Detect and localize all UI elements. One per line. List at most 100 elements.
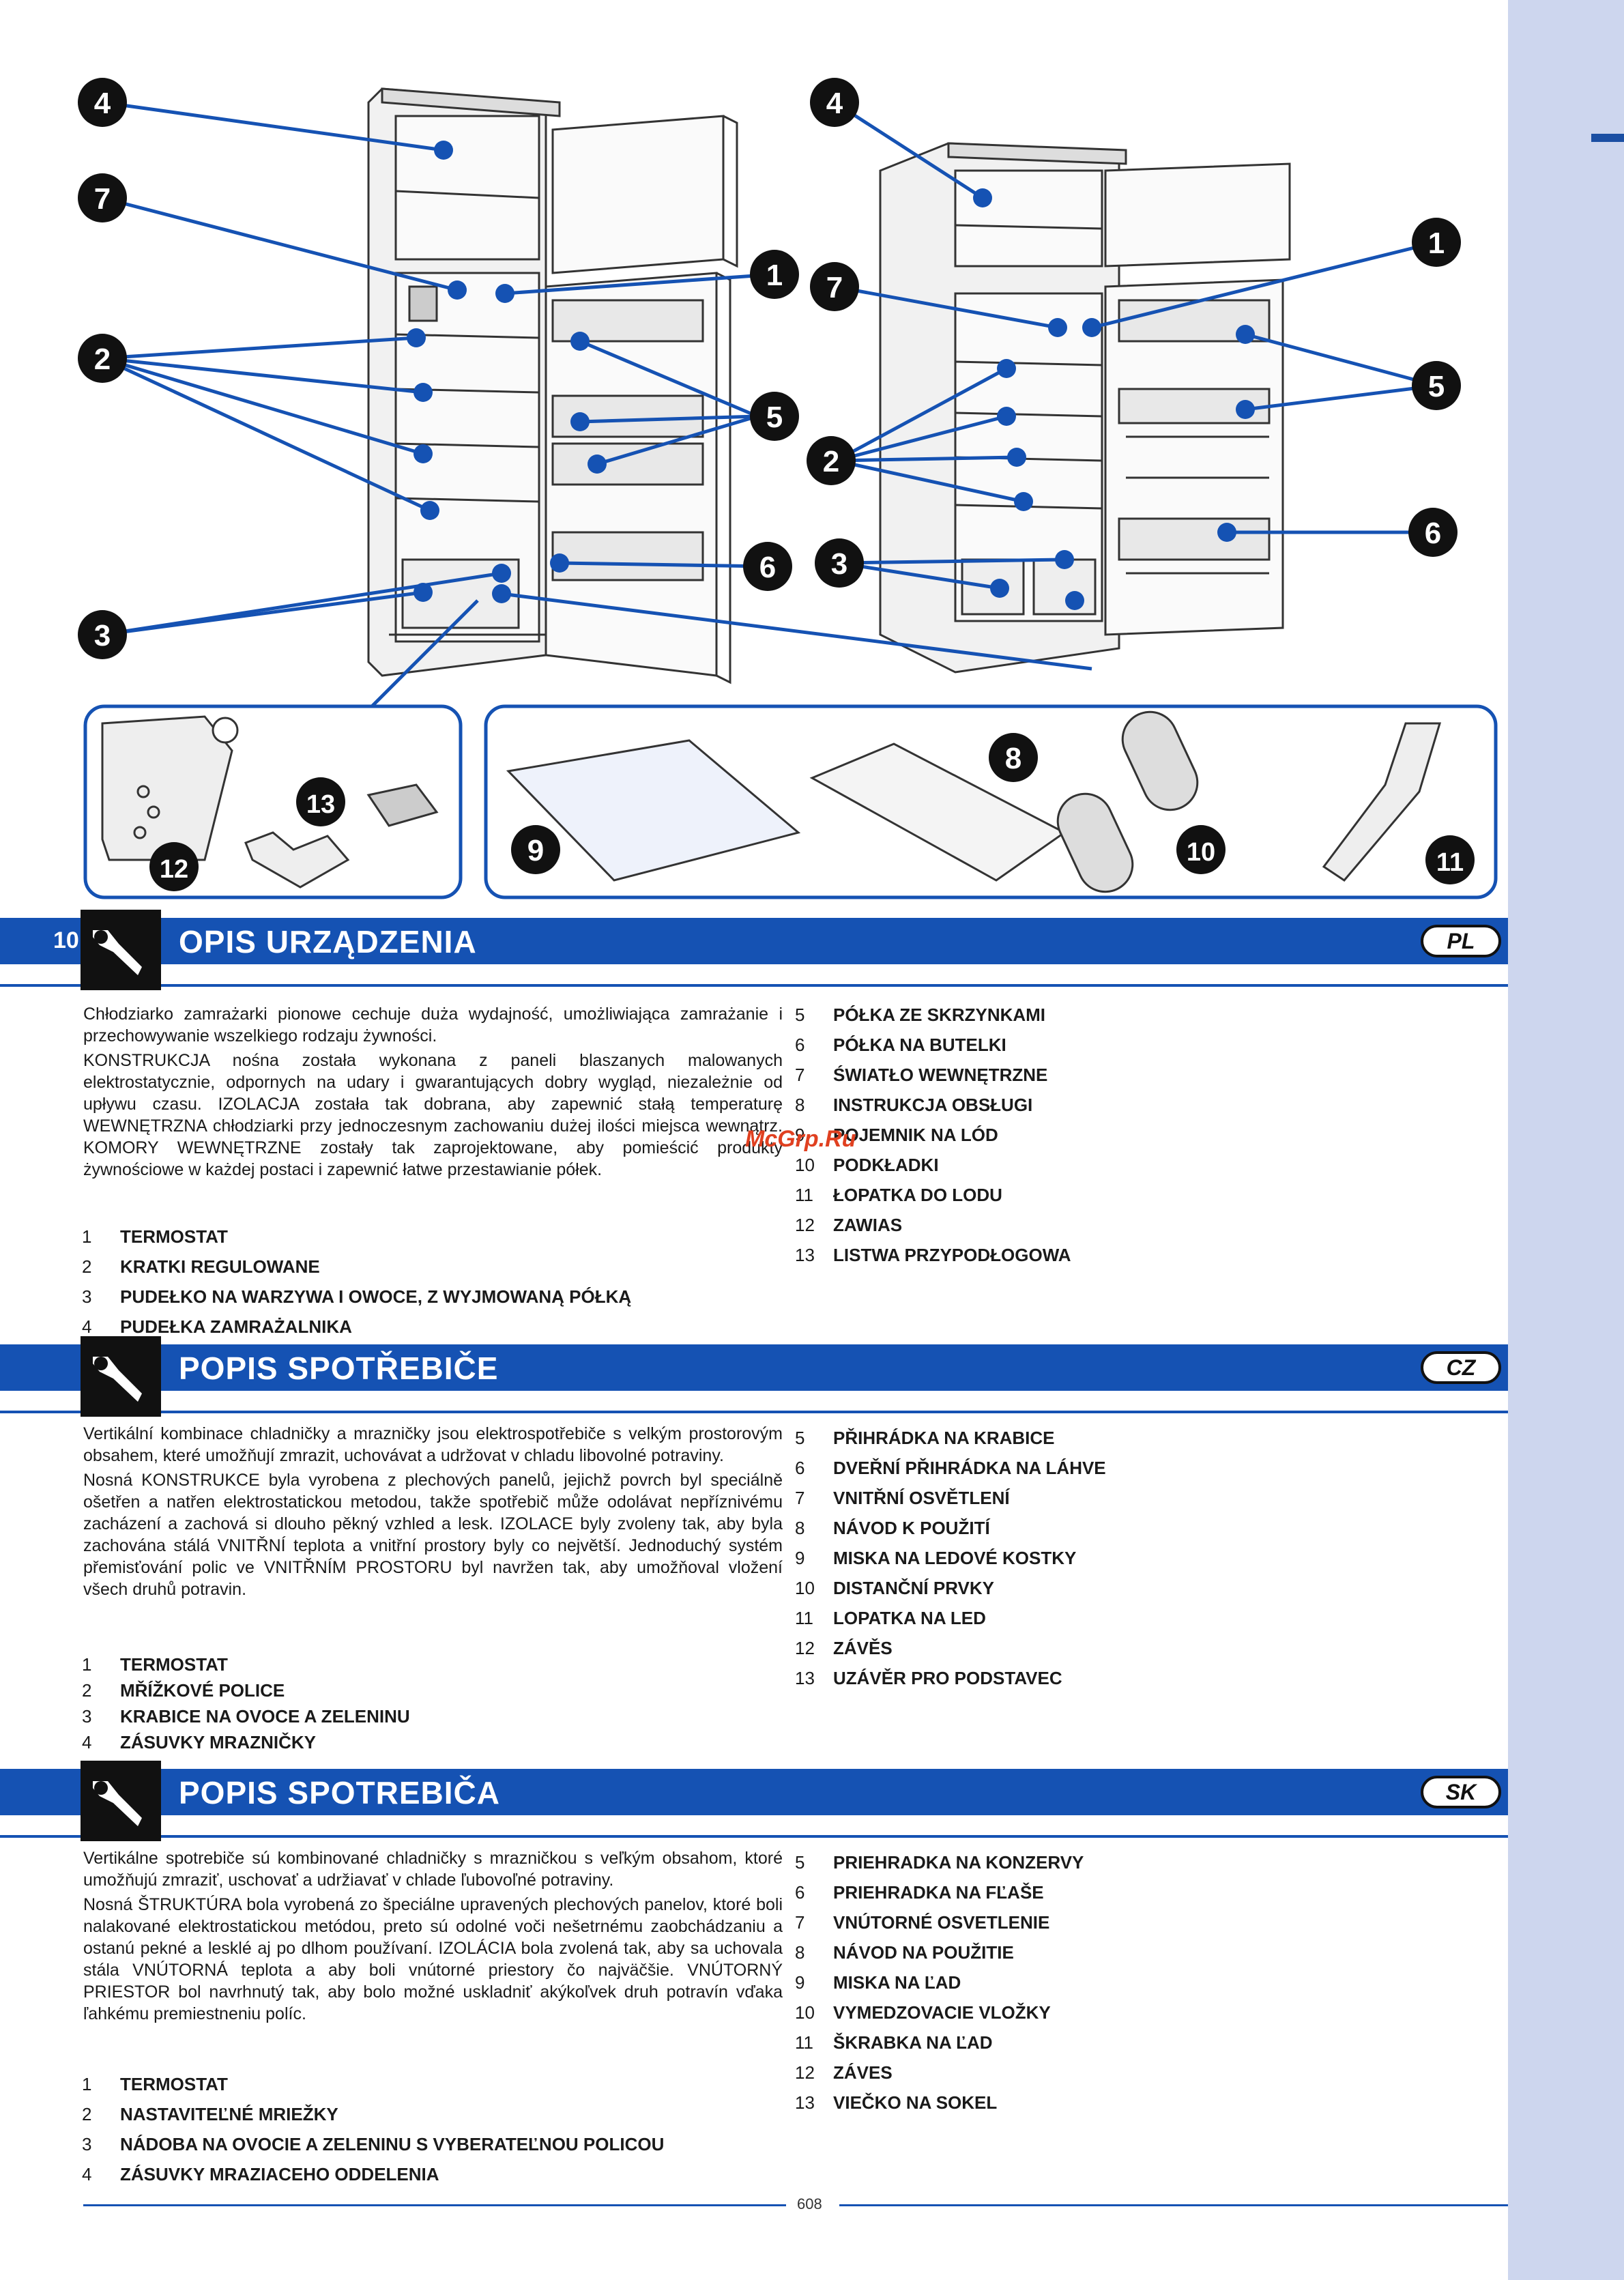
callout-1-right: 1	[1412, 218, 1461, 267]
svg-text:1: 1	[1428, 227, 1445, 260]
intro-text: Chłodziarko zamrażarki pionowe cechuje d…	[83, 1005, 783, 1045]
callout-6-left: 6	[743, 542, 792, 591]
callout-4-left: 4	[78, 78, 127, 127]
callout-3-right: 3	[815, 538, 864, 588]
language-badge: PL	[1421, 925, 1501, 957]
callout-1-left: 1	[750, 250, 799, 299]
right-fridge-illustration	[879, 142, 1291, 674]
section-title: POPIS SPOTŘEBIČE	[179, 1351, 499, 1386]
callout-2-right: 2	[807, 436, 856, 485]
svg-text:4: 4	[826, 87, 843, 120]
page-number: 608	[797, 2195, 822, 2212]
svg-text:6: 6	[759, 551, 776, 584]
svg-text:2: 2	[94, 343, 111, 376]
callout-5-right: 5	[1412, 361, 1461, 410]
page-number-label: 10	[53, 927, 79, 953]
svg-text:10: 10	[1187, 838, 1215, 867]
svg-text:8: 8	[1005, 742, 1021, 775]
wrench-icon	[81, 1336, 161, 1417]
construction-text: Nosná ŠTRUKTÚRA bola vyrobená zo špeciál…	[83, 1895, 783, 2023]
construction-text: Nosná KONSTRUKCE byla vyrobena z plechov…	[83, 1471, 783, 1599]
svg-text:5: 5	[766, 401, 783, 434]
callout-13: 13	[296, 777, 345, 826]
svg-text:3: 3	[94, 619, 111, 652]
footer-rule-right	[839, 2204, 1508, 2206]
footer-rule-left	[83, 2204, 786, 2206]
section-bar	[0, 918, 1508, 964]
wrench-icon	[81, 1761, 161, 1841]
watermark: McGrp.Ru	[745, 1126, 856, 1152]
section-pl: 10 OPIS URZĄDZENIA PL Chłodziarko zamraż…	[0, 910, 1508, 1342]
svg-text:7: 7	[826, 271, 843, 304]
svg-text:9: 9	[527, 834, 544, 867]
callout-7-left: 7	[78, 173, 127, 222]
callout-6-right: 6	[1408, 508, 1458, 557]
callout-11: 11	[1425, 835, 1475, 884]
svg-text:5: 5	[1428, 370, 1445, 403]
language-badge: SK	[1421, 1776, 1501, 1808]
callout-4-right: 4	[810, 78, 859, 127]
section-title: POPIS SPOTREBIČA	[179, 1775, 500, 1810]
callout-12: 12	[149, 842, 199, 891]
svg-text:13: 13	[306, 790, 335, 819]
callout-8: 8	[989, 733, 1038, 782]
section-cz: POPIS SPOTŘEBIČE CZ Vertikální kombinace…	[0, 1336, 1508, 1755]
fridge-diagram: 4 7 2 3 1 5 6 4 7 2 3 1 5 6 12 13 9 8 10…	[78, 78, 1498, 899]
intro-text: Vertikálne spotrebiče sú kombinované chl…	[83, 1849, 783, 1890]
svg-text:2: 2	[823, 445, 839, 478]
construction-text: KONSTRUKCJA nośna została wykonana z pan…	[83, 1051, 783, 1179]
svg-text:11: 11	[1436, 848, 1464, 877]
section-title: OPIS URZĄDZENIA	[179, 924, 477, 959]
svg-text:1: 1	[766, 259, 783, 292]
language-badge: CZ	[1421, 1351, 1501, 1384]
side-tick	[1591, 134, 1624, 142]
callout-9: 9	[511, 825, 560, 874]
svg-text:12: 12	[160, 855, 188, 884]
side-tab	[1508, 0, 1624, 2280]
callout-3-left: 3	[78, 610, 127, 659]
intro-text: Vertikální kombinace chladničky a mrazni…	[83, 1424, 783, 1465]
